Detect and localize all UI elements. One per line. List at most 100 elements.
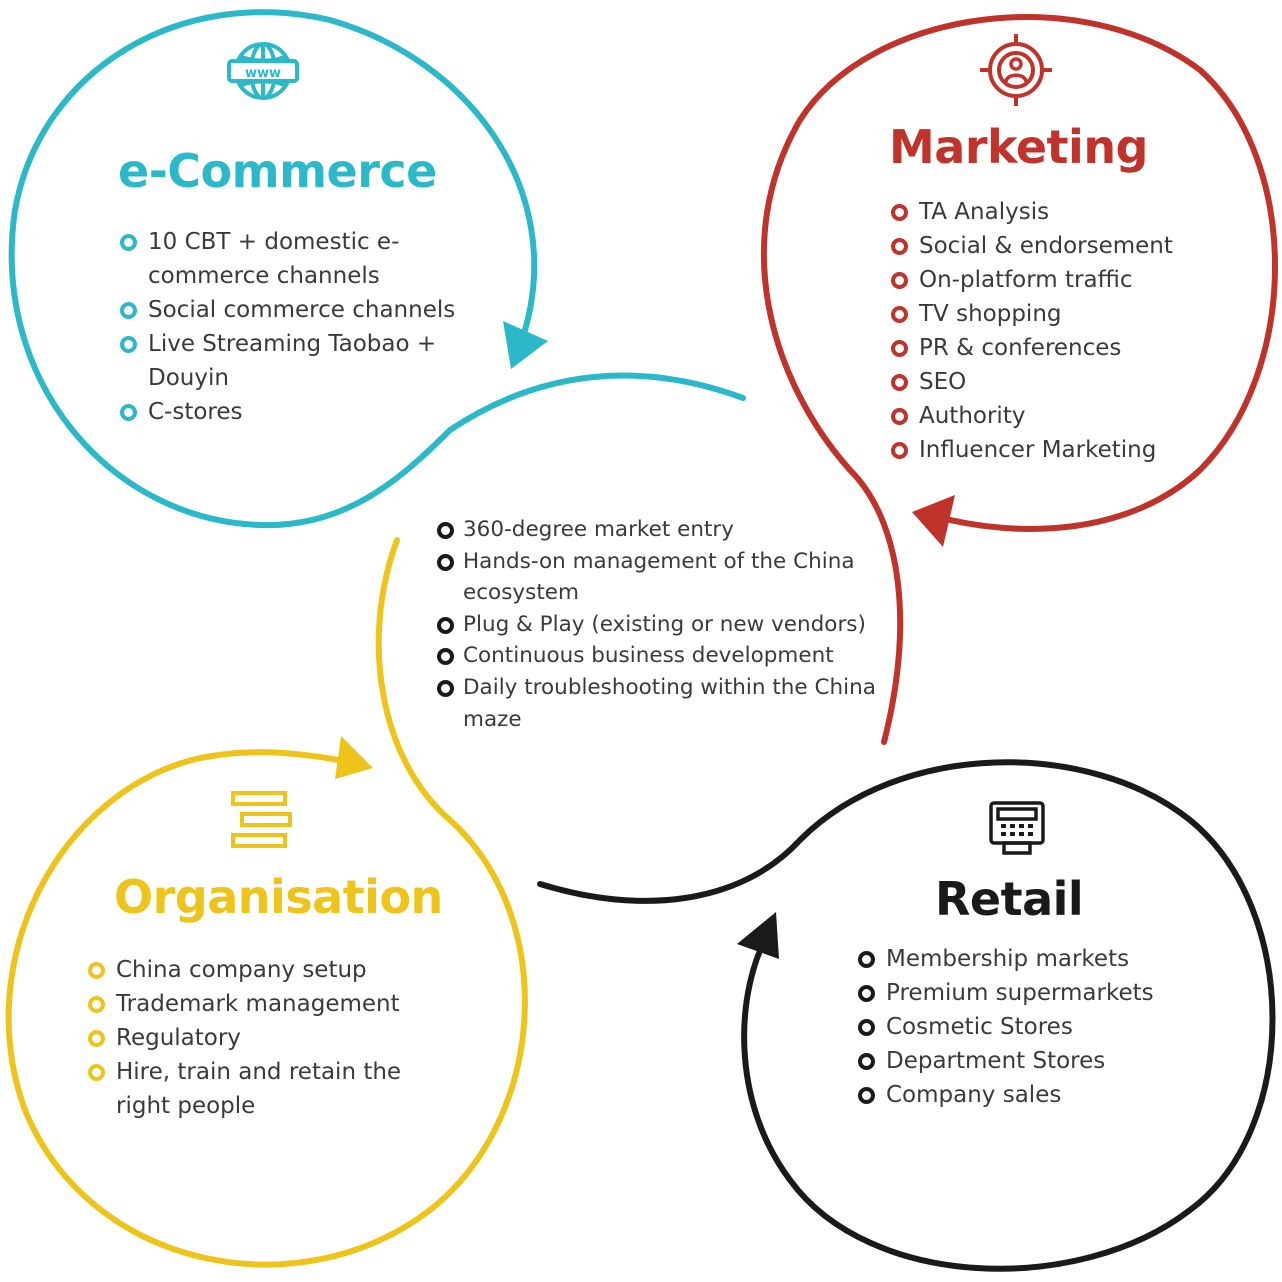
list-item-label: Hire, train and retain the right people [116, 1059, 402, 1119]
list-item-label: On-platform traffic [919, 267, 1133, 293]
list-item: 360-degree market entry [435, 514, 880, 546]
bullet-icon [858, 1053, 875, 1070]
list-item: Regulatory [86, 1021, 424, 1055]
list-item-label: Live Streaming Taobao + Douyin [148, 331, 437, 391]
marketing-arrowhead [912, 495, 955, 547]
bullet-icon [88, 996, 105, 1013]
list-item: Membership markets [856, 942, 1176, 976]
organisation-loop [5, 537, 528, 1268]
list-item: PR & conferences [889, 331, 1209, 365]
list-item: Authority [889, 399, 1209, 433]
list-item-label: Premium supermarkets [886, 980, 1154, 1006]
list-item-label: Membership markets [886, 946, 1130, 972]
list-item-label: Influencer Marketing [919, 437, 1157, 463]
list-item-label: SEO [919, 369, 967, 395]
list-item: Influencer Marketing [889, 433, 1209, 467]
list-item: SEO [889, 365, 1209, 399]
list-item: On-platform traffic [889, 263, 1209, 297]
bullet-icon [120, 234, 137, 251]
bullet-icon [437, 616, 454, 634]
list-item: Daily troubleshooting within the China m… [435, 672, 880, 735]
bullet-icon [891, 204, 908, 221]
org-structure-icon [231, 791, 292, 848]
list-item-label: Authority [919, 403, 1026, 429]
bullet-icon [858, 985, 875, 1002]
list-item: Hands-on management of the China ecosyst… [435, 546, 880, 609]
ecommerce-arrowhead [503, 321, 548, 369]
list-item: 10 CBT + domestic e-commerce channels [118, 225, 498, 293]
list-item-label: Trademark management [116, 991, 400, 1017]
svg-text:www: www [245, 66, 281, 81]
bullet-icon [437, 522, 454, 539]
marketing-title: Marketing [889, 120, 1149, 174]
bullet-icon [891, 272, 908, 289]
list-item: Live Streaming Taobao + Douyin [118, 327, 498, 395]
list-item-label: 10 CBT + domestic e-commerce channels [148, 229, 400, 289]
bullet-icon [891, 442, 908, 459]
cash-register-icon [989, 801, 1045, 855]
list-item-label: Cosmetic Stores [886, 1014, 1073, 1040]
bullet-icon [891, 374, 908, 391]
bullet-icon [120, 404, 137, 421]
retail-loop [537, 759, 1276, 1272]
target-person-icon [980, 34, 1052, 106]
list-item: Social commerce channels [118, 293, 498, 327]
list-item-label: Department Stores [886, 1048, 1106, 1074]
list-item-label: PR & conferences [919, 335, 1122, 361]
list-item-label: Plug & Play (existing or new vendors) [463, 611, 866, 637]
www-globe-icon: www [227, 42, 299, 100]
bullet-icon [120, 336, 137, 353]
list-item-label: Continuous business development [463, 643, 834, 669]
list-item: C-stores [118, 395, 498, 429]
bullet-icon [88, 1064, 105, 1081]
bullet-icon [891, 306, 908, 323]
list-item: Trademark management [86, 987, 424, 1021]
marketing-loop [761, 14, 1278, 745]
bullet-icon [891, 238, 908, 255]
bullet-icon [891, 408, 908, 425]
bullet-icon [858, 951, 875, 968]
bullet-icon [437, 648, 454, 666]
bullet-icon [858, 1019, 875, 1036]
list-item: TV shopping [889, 297, 1209, 331]
list-item: Hire, train and retain the right people [86, 1055, 424, 1123]
ecommerce-section: e-Commerce 10 CBT + domestic e-commerce … [118, 144, 498, 429]
list-item: Social & endorsement [889, 229, 1209, 263]
list-item-label: Social & endorsement [919, 233, 1173, 259]
list-item-label: Daily troubleshooting within the China m… [463, 674, 876, 732]
ecommerce-loop [8, 9, 746, 529]
list-item-label: Hands-on management of the China ecosyst… [463, 548, 855, 606]
bullet-icon [437, 553, 454, 571]
list-item-label: Social commerce channels [148, 297, 456, 323]
retail-arrowhead [737, 912, 779, 959]
list-item-label: Regulatory [116, 1025, 241, 1051]
list-item: China company setup [86, 953, 424, 987]
list-item-label: Company sales [886, 1082, 1062, 1108]
list-item-label: 360-degree market entry [463, 517, 734, 542]
bullet-icon [437, 679, 454, 697]
list-item-label: C-stores [148, 399, 243, 425]
list-item: Plug & Play (existing or new vendors) [435, 609, 880, 641]
ecommerce-title: e-Commerce [118, 144, 437, 198]
organisation-title: Organisation [114, 870, 443, 924]
list-item: TA Analysis [889, 195, 1209, 229]
bullet-icon [88, 962, 105, 979]
bullet-icon [891, 340, 908, 357]
list-item-label: TA Analysis [919, 199, 1050, 225]
bullet-icon [120, 302, 137, 319]
list-item: Premium supermarkets [856, 976, 1176, 1010]
list-item: Company sales [856, 1078, 1176, 1112]
list-item-label: China company setup [116, 957, 367, 983]
bullet-icon [858, 1087, 875, 1104]
list-item: Cosmetic Stores [856, 1010, 1176, 1044]
